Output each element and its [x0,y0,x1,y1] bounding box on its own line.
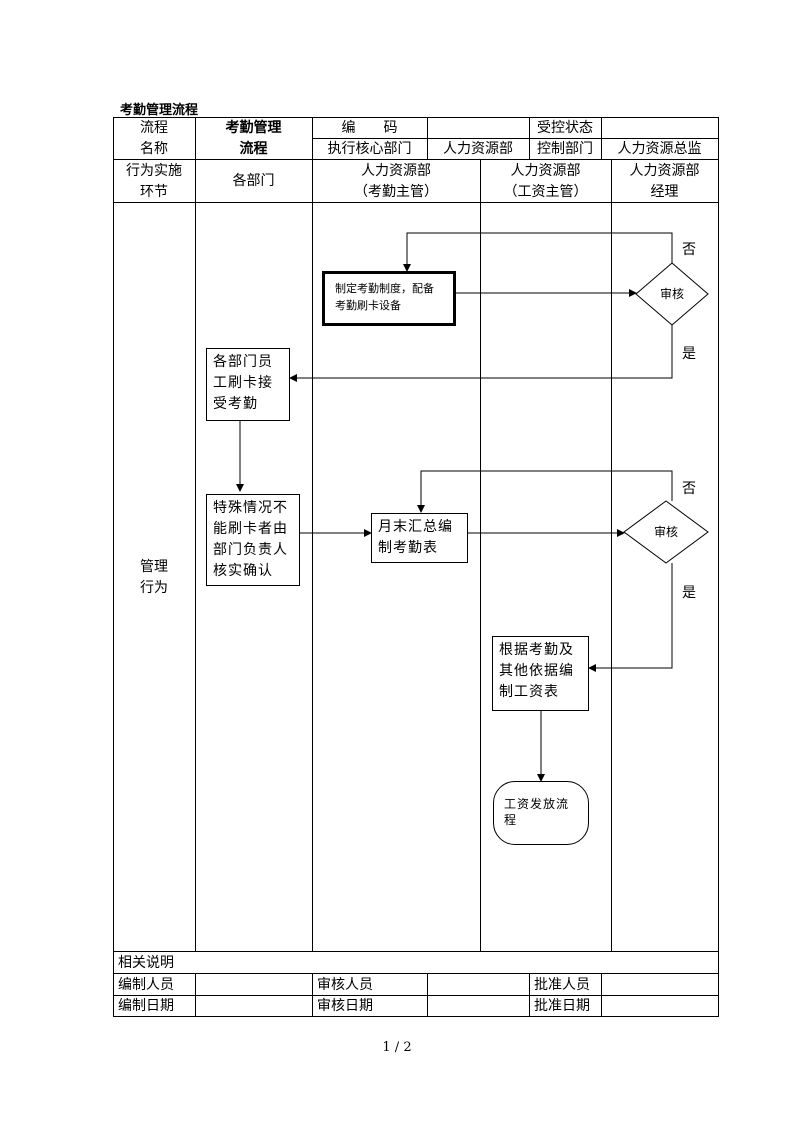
review-1-label: 审核 [659,287,684,301]
notes-value [195,952,718,973]
row-label-line1: 管理 [140,558,168,575]
hr-attendance-header-line1: 人力资源部 [361,162,431,179]
step-payroll-box: 根据考勤及其他依据编制工资表 [492,636,589,711]
arrow-review2-yes [588,563,673,672]
stage-header-line2: 环节 [140,183,168,200]
control-dept-label: 控制部门 [537,140,593,157]
code-label: 编 码 [341,119,398,136]
reviewer-label: 审核人员 [317,976,373,993]
flow-name-line1: 考勤管理 [225,119,282,136]
approve-date-label: 批准日期 [534,998,590,1014]
page-number: 1 / 2 [382,1040,412,1055]
review-date-value [427,996,529,1016]
hr-salary-header-line1: 人力资源部 [510,162,581,179]
review-diamond-1 [635,262,709,326]
dept-column-header: 各部门 [232,173,275,189]
review-2-yes-label: 是 [682,585,696,601]
review-2-no-label: 否 [682,481,696,497]
hr-manager-header-line2: 经理 [650,183,679,200]
review-1-no-label: 否 [682,242,696,258]
flow-label-line2: 名称 [140,140,168,157]
stage-header-line1: 行为实施 [126,162,182,179]
arrow-review1-yes [289,325,673,382]
editor-value [195,974,312,995]
hr-manager-header-line1: 人力资源部 [629,162,700,179]
document-title: 考勤管理流程 [120,103,199,118]
step-swipe-box: 各部门员工刷卡接受考勤 [206,348,290,421]
step-summary-box: 月末汇总编制考勤表 [371,513,468,563]
step-special-case-box: 特殊情况不能刷卡者由部门负责人核实确认 [206,494,300,586]
flow-label-line1: 流程 [140,119,168,136]
edit-date-label: 编制日期 [118,998,174,1014]
review-diamond-2 [623,500,709,564]
reviewer-value [427,974,529,995]
step-pay-process-terminal: 工资发放流程 [493,781,589,845]
editor-label: 编制人员 [118,976,174,993]
hr-salary-header-line2: （工资主管） [503,183,588,200]
approve-date-value [601,996,718,1016]
control-status-label: 受控状态 [537,119,593,136]
review-date-label: 审核日期 [317,998,373,1014]
arrow-review2-no [417,470,673,513]
exec-dept-value: 人力资源部 [443,140,513,157]
edit-date-value [195,996,312,1016]
arrow-review1-no [403,232,673,272]
exec-dept-label: 执行核心部门 [327,140,412,157]
notes-label: 相关说明 [118,954,174,971]
step-policy-box: 制定考勤制度，配备考勤刷卡设备 [322,271,456,326]
row-label-line2: 行为 [140,579,168,596]
control-dept-value: 人力资源总监 [617,140,702,157]
review-1-yes-label: 是 [682,346,696,362]
review-2-label: 审核 [653,525,678,539]
hr-attendance-header-line2: （考勤主管） [354,183,438,200]
approver-value [601,974,718,995]
flow-name-line2: 流程 [239,140,268,157]
approver-label: 批准人员 [534,976,590,993]
